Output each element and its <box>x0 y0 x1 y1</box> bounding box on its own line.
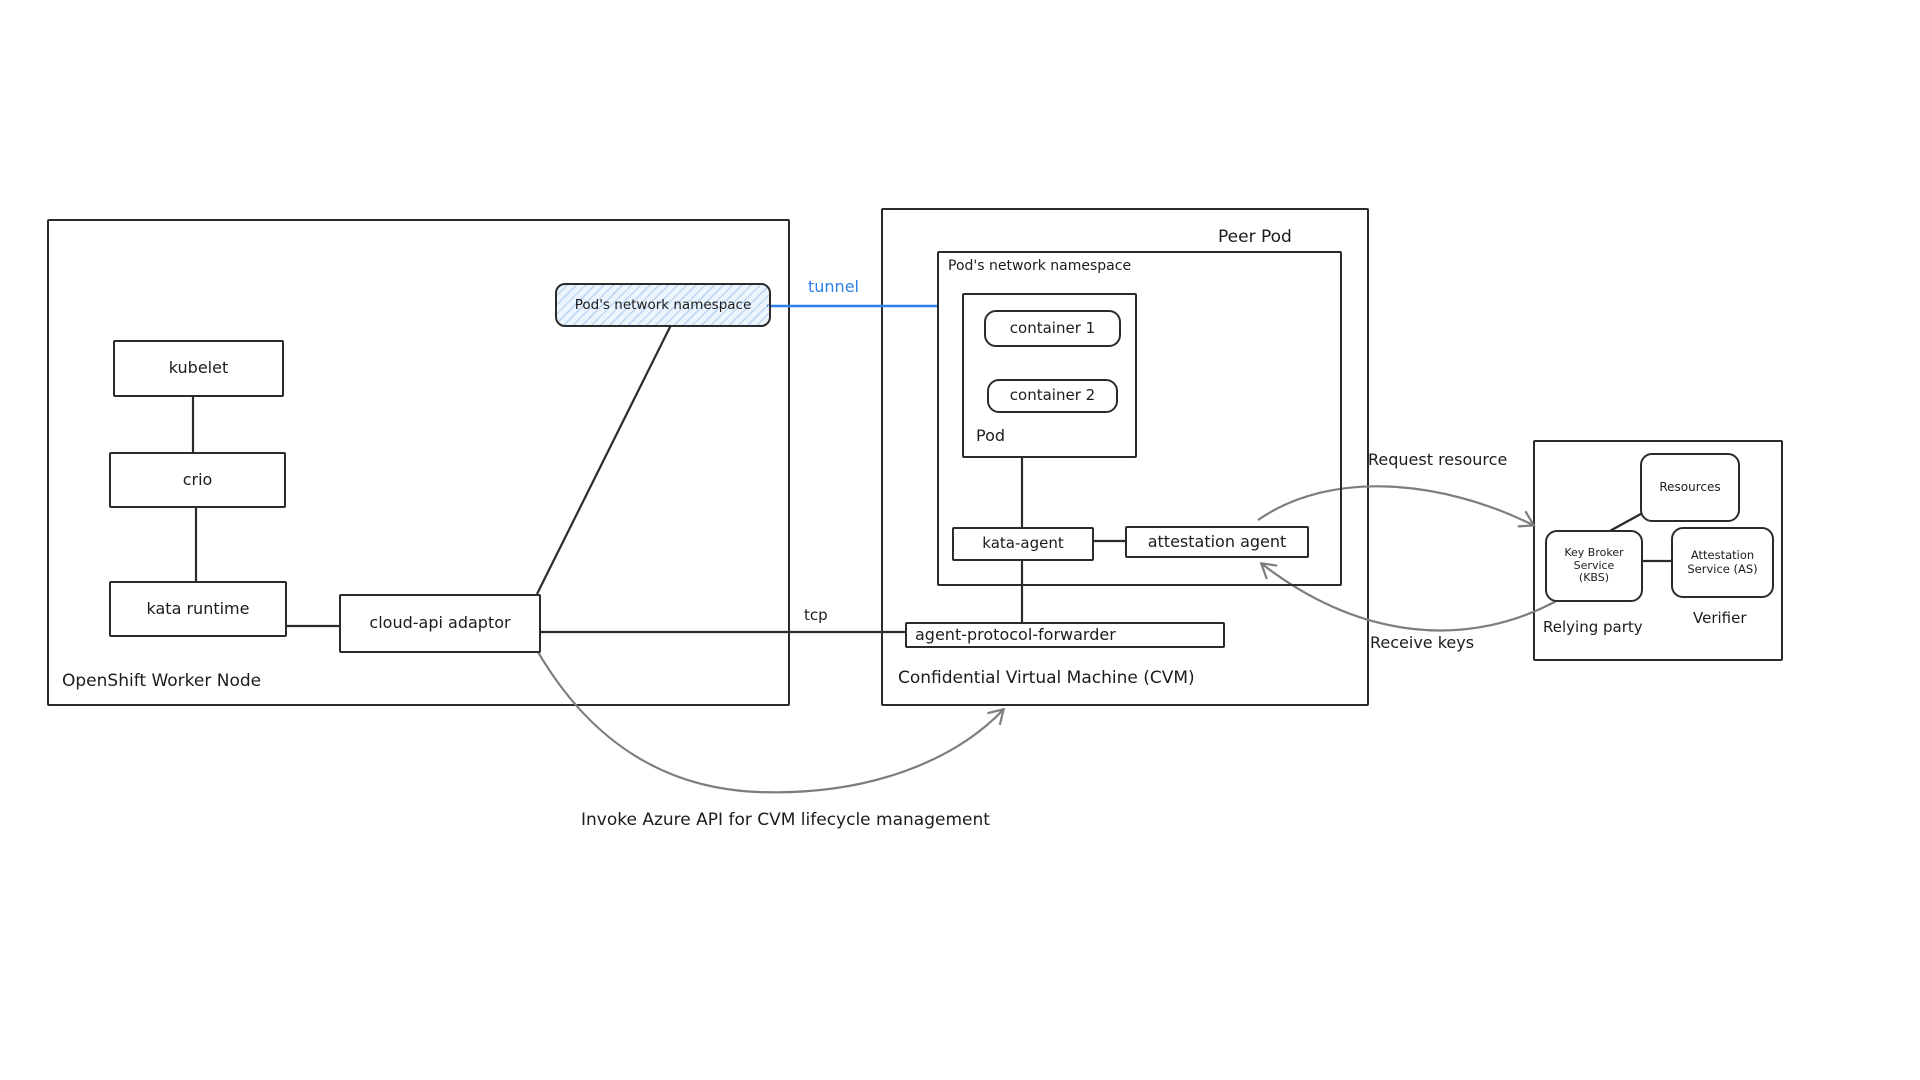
container-2-box: container 2 <box>987 379 1118 413</box>
connector-badge-cloud-api-adaptor <box>536 324 672 595</box>
as-label-line2: Service (AS) <box>1687 561 1758 576</box>
cvm-title: Confidential Virtual Machine (CVM) <box>898 668 1195 688</box>
receive-keys-label: Receive keys <box>1370 633 1475 652</box>
relying-party-title: Relying party <box>1543 618 1643 636</box>
crio-box: crio <box>109 452 286 508</box>
kata-agent-label: kata-agent <box>982 534 1064 553</box>
pod-network-namespace-badge-label: Pod's network namespace <box>574 297 752 313</box>
kbs-label-line1: Key Broker <box>1564 546 1624 560</box>
peer-pod-title: Peer Pod <box>1218 227 1292 247</box>
tunnel-label: tunnel <box>808 277 859 296</box>
cvm-namespace-title: Pod's network namespace <box>948 258 1132 274</box>
openshift-worker-node-title: OpenShift Worker Node <box>62 671 262 691</box>
agent-protocol-forwarder-box: agent-protocol-forwarder <box>905 622 1225 648</box>
as-label-line1: Attestation <box>1690 548 1755 563</box>
openshift-worker-node-box <box>47 219 790 706</box>
cloud-api-adaptor-label: cloud-api adaptor <box>369 613 511 633</box>
resources-label: Resources <box>1659 479 1721 494</box>
container-1-box: container 1 <box>984 310 1121 347</box>
tcp-label: tcp <box>804 606 828 624</box>
cvm-box <box>881 208 1369 706</box>
container-2-label: container 2 <box>1009 386 1096 405</box>
verifier-title: Verifier <box>1693 609 1747 627</box>
pod-title: Pod <box>976 426 1006 445</box>
container-1-label: container 1 <box>1009 318 1096 337</box>
kata-runtime-box: kata runtime <box>109 581 287 637</box>
cvm-pod-network-namespace-box <box>937 251 1342 586</box>
invoke-azure-label: Invoke Azure API for CVM lifecycle manag… <box>581 810 990 830</box>
attestation-service-box: Attestation Service (AS) <box>1671 527 1774 598</box>
crio-label: crio <box>182 469 213 489</box>
kata-agent-box: kata-agent <box>952 527 1094 561</box>
resources-box: Resources <box>1640 453 1740 522</box>
attestation-agent-box: attestation agent <box>1125 526 1309 558</box>
kbs-label-line2: Service <box>1573 558 1615 572</box>
kata-runtime-label: kata runtime <box>146 598 250 618</box>
relying-party-verifier-box <box>1533 440 1783 661</box>
request-resource-label: Request resource <box>1368 450 1508 469</box>
kubelet-label: kubelet <box>168 358 229 378</box>
kubelet-box: kubelet <box>113 340 284 397</box>
pod-network-namespace-badge: Pod's network namespace <box>555 283 771 327</box>
kbs-box: Key Broker Service (KBS) <box>1545 530 1643 602</box>
invoke-azure-arrow <box>537 651 1003 794</box>
cloud-api-adaptor-box: cloud-api adaptor <box>339 594 541 653</box>
receive-keys-arrow <box>1262 564 1561 632</box>
agent-protocol-forwarder-label: agent-protocol-forwarder <box>915 624 1116 644</box>
request-resource-arrow <box>1257 485 1533 525</box>
attestation-agent-label: attestation agent <box>1147 531 1287 551</box>
kbs-label-line3: (KBS) <box>1578 571 1610 585</box>
